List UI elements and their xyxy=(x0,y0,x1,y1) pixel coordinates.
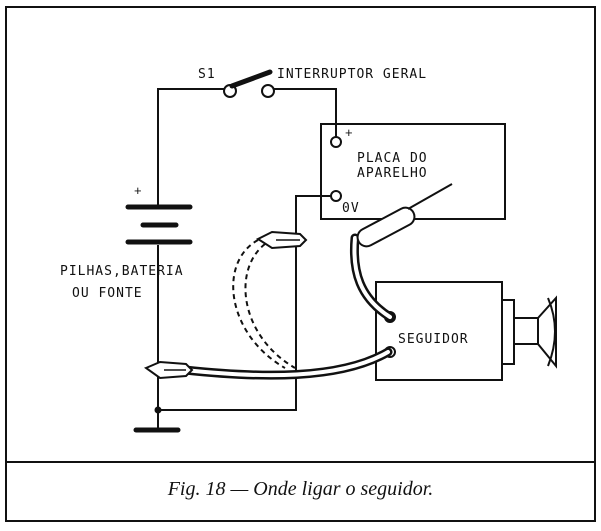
signal-tracer-box xyxy=(375,281,503,381)
figure-caption: Fig. 18 — Onde ligar o seguidor. xyxy=(167,478,434,500)
battery-symbol xyxy=(125,204,193,245)
test-probe xyxy=(356,183,453,248)
switch-name-label: INTERRUPTOR GERAL xyxy=(277,67,427,82)
ground-junction-dot xyxy=(154,406,162,414)
board-zero-label: 0V xyxy=(342,201,360,216)
board-plus-terminal xyxy=(330,136,342,148)
battery-plus-sign: + xyxy=(134,183,142,198)
main-switch-s1 xyxy=(223,69,275,98)
ground-alligator-clip xyxy=(143,360,194,380)
board-plus-sign: + xyxy=(345,125,353,140)
board-label-line2: APARELHO xyxy=(357,166,428,181)
alternative-clip-position xyxy=(255,230,308,250)
alternative-clip-path-dashed xyxy=(232,239,286,369)
figure-frame xyxy=(5,6,596,522)
board-zero-terminal xyxy=(330,190,342,202)
tracer-label: SEGUIDOR xyxy=(398,332,469,347)
battery-label-line2: OU FONTE xyxy=(72,286,143,301)
speaker-icon xyxy=(501,295,557,369)
board-label-line1: PLACA DO xyxy=(357,151,428,166)
switch-ref-label: S1 xyxy=(198,67,216,82)
battery-label-line1: PILHAS,BATERIA xyxy=(60,264,184,279)
